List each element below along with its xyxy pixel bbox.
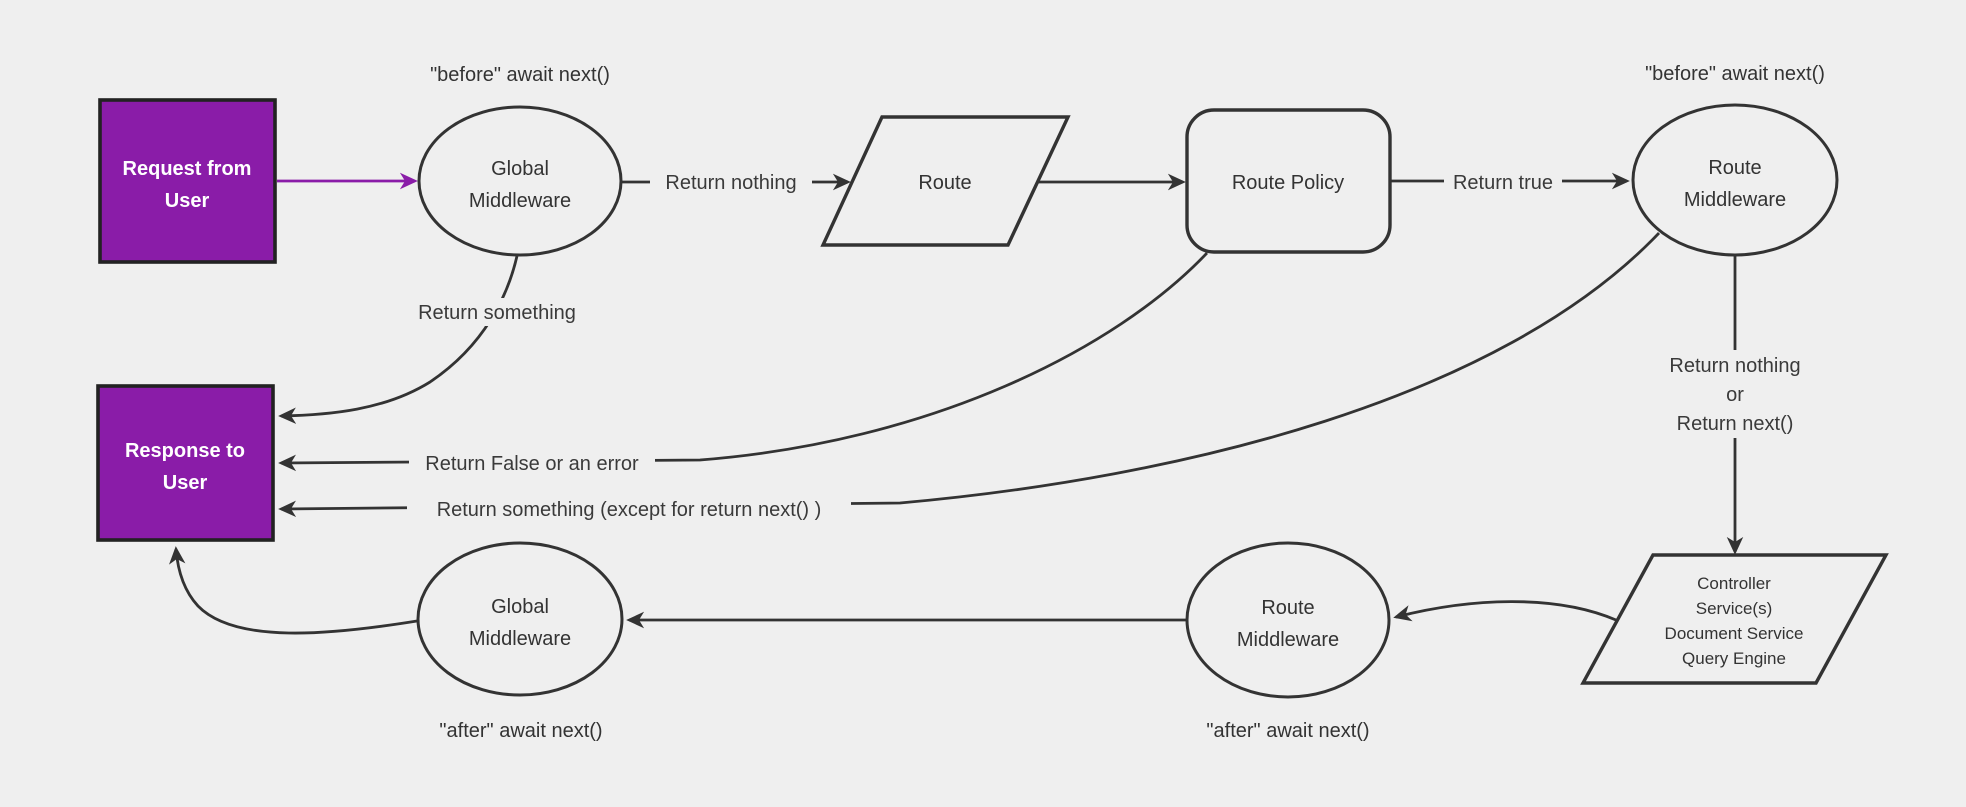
annotation-before-route-middleware: "before" await next() xyxy=(1645,63,1825,85)
route-policy-node-label: Route Policy xyxy=(1232,172,1344,194)
response-node-label-line1: Response to xyxy=(125,440,245,462)
route-node xyxy=(820,115,1071,247)
route-middleware-top-node xyxy=(1631,103,1839,257)
annotation-before-global-middleware: "before" await next() xyxy=(430,64,610,86)
edge-label-return-nothing: Return nothing xyxy=(665,172,796,194)
route-middleware-bottom-node xyxy=(1185,541,1391,699)
nodes: Request from User Global Middleware Rout… xyxy=(96,98,1889,699)
edge-label-return-true: Return true xyxy=(1453,172,1553,194)
edge-controller-to-route-middleware-bottom xyxy=(1393,600,1617,622)
edge-labels: Return nothing Return true Return someth… xyxy=(407,168,1818,523)
annotation-after-route-middleware: "after" await next() xyxy=(1206,720,1369,742)
response-node-label-line2: User xyxy=(163,472,208,494)
route-middleware-bottom-label-line1: Route xyxy=(1261,597,1314,619)
controller-node-label-line3: Document Service xyxy=(1665,624,1804,643)
route-middleware-bottom-label-line2: Middleware xyxy=(1237,629,1339,651)
annotations: "before" await next() "before" await nex… xyxy=(430,63,1825,742)
annotation-after-global-middleware: "after" await next() xyxy=(439,720,602,742)
global-middleware-top-label-line2: Middleware xyxy=(469,190,571,212)
request-node-label-line1: Request from xyxy=(123,158,252,180)
controller-node-label-line2: Service(s) xyxy=(1696,599,1773,618)
edge-label-return-false-or-error: Return False or an error xyxy=(425,453,639,475)
edge-label-return-something-except: Return something (except for return next… xyxy=(437,499,822,521)
edge-route-middleware-return-something-to-response xyxy=(278,232,1661,518)
route-middleware-top-label-line1: Route xyxy=(1708,157,1761,179)
global-middleware-top-node xyxy=(417,105,623,257)
edge-label-bg xyxy=(409,449,655,477)
edge-global-middleware-return-something-to-response xyxy=(278,255,519,424)
global-middleware-bottom-node xyxy=(416,541,624,697)
edge-label-return-something: Return something xyxy=(418,302,576,324)
request-node-label-line2: User xyxy=(165,190,210,212)
edge-global-middleware-bottom-to-response xyxy=(168,546,418,635)
edge-label-return-nothing-or-line3: Return next() xyxy=(1677,413,1794,435)
controller-node-label-line1: Controller xyxy=(1697,574,1771,593)
controller-node-label-line4: Query Engine xyxy=(1682,649,1786,668)
edge-route-policy-return-false-to-response xyxy=(278,252,1209,472)
global-middleware-bottom-label-line1: Global xyxy=(491,596,549,618)
route-middleware-top-label-line2: Middleware xyxy=(1684,189,1786,211)
global-middleware-bottom-label-line2: Middleware xyxy=(469,628,571,650)
edge-label-return-nothing-or-line2: or xyxy=(1726,384,1744,406)
edges xyxy=(168,172,1744,635)
edge-label-return-nothing-or-line1: Return nothing xyxy=(1669,355,1800,377)
global-middleware-top-label-line1: Global xyxy=(491,158,549,180)
edge-label-bg xyxy=(407,495,851,523)
edge-label-bg xyxy=(1652,350,1818,438)
controller-services-node xyxy=(1580,553,1889,685)
route-policy-node xyxy=(1185,108,1392,254)
edge-label-bg xyxy=(1444,168,1562,196)
edge-label-bg xyxy=(415,298,579,326)
response-to-user-node xyxy=(96,384,275,542)
edge-label-bg xyxy=(650,168,812,196)
request-from-user-node xyxy=(98,98,277,264)
route-node-label: Route xyxy=(918,172,971,194)
